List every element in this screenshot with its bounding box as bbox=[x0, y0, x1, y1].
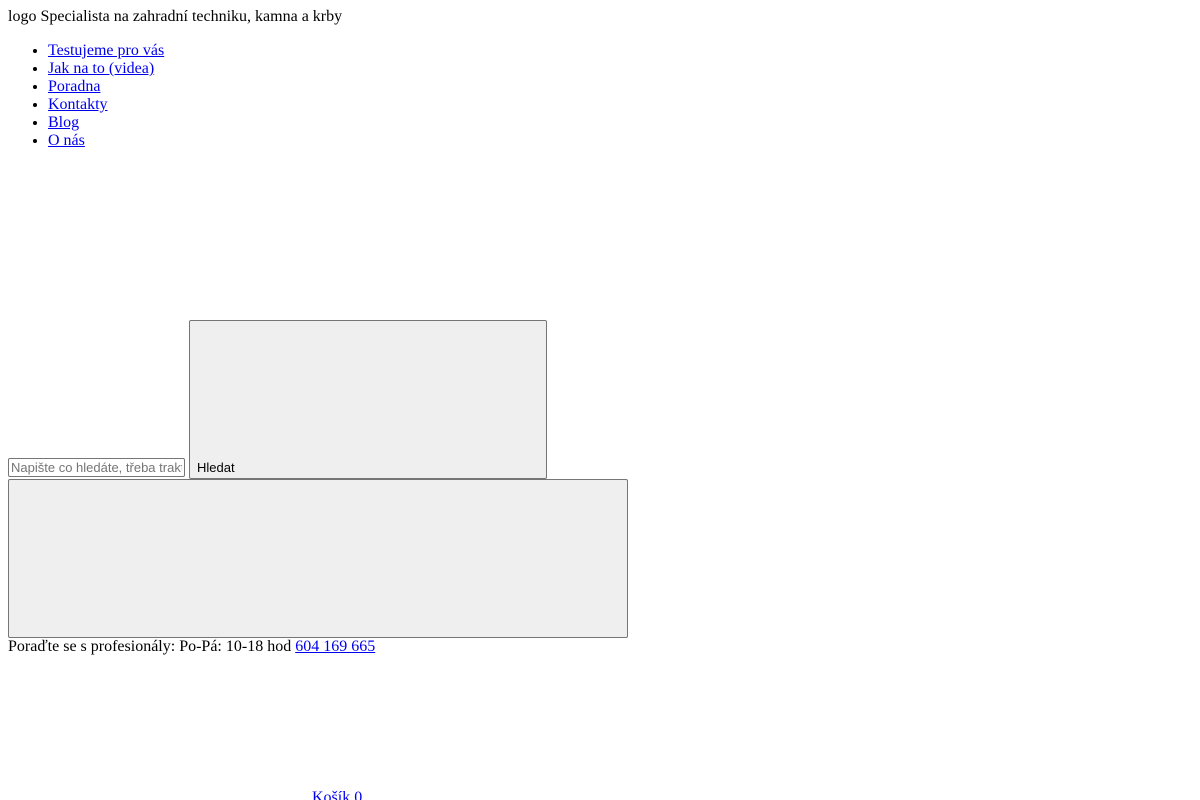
nav-link-testujeme[interactable]: Testujeme pro vás bbox=[48, 42, 165, 59]
header: logo Specialista na zahradní techniku, k… bbox=[8, 7, 342, 27]
contact-info: Poraďte se s profesionály: Po-Pá: 10-18 … bbox=[8, 637, 375, 657]
search-input[interactable] bbox=[8, 458, 185, 477]
nav-item: Testujeme pro vás bbox=[48, 42, 164, 60]
logo-broken-image-icon: logo bbox=[8, 8, 37, 25]
nav-item: O nás bbox=[48, 132, 164, 150]
nav-link-jak-na-to[interactable]: Jak na to (videa) bbox=[48, 60, 155, 77]
nav-item: Kontakty bbox=[48, 96, 164, 114]
phone-link[interactable]: 604 169 665 bbox=[295, 638, 376, 655]
cart-label: Košík bbox=[312, 789, 351, 800]
main-nav: Testujeme pro vás Jak na to (videa) Pora… bbox=[8, 42, 164, 150]
cart-count: 0 bbox=[354, 789, 363, 800]
nav-link-kontakty[interactable]: Kontakty bbox=[48, 96, 108, 113]
nav-item: Poradna bbox=[48, 78, 164, 96]
nav-link-poradna[interactable]: Poradna bbox=[48, 78, 101, 95]
search-button[interactable]: Hledat bbox=[189, 320, 547, 479]
nav-link-blog[interactable]: Blog bbox=[48, 114, 80, 131]
menu-toggle-button[interactable] bbox=[8, 479, 628, 638]
nav-link-o-nas[interactable]: O nás bbox=[48, 132, 85, 149]
nav-item: Jak na to (videa) bbox=[48, 60, 164, 78]
contact-hours-text: Poraďte se s profesionály: Po-Pá: 10-18 … bbox=[8, 638, 292, 655]
search-button-label: Hledat bbox=[197, 460, 235, 475]
cart-link[interactable]: Košík 0 bbox=[312, 788, 362, 800]
nav-item: Blog bbox=[48, 114, 164, 132]
logo[interactable]: logo bbox=[8, 7, 36, 27]
site-tagline: Specialista na zahradní techniku, kamna … bbox=[40, 8, 343, 25]
